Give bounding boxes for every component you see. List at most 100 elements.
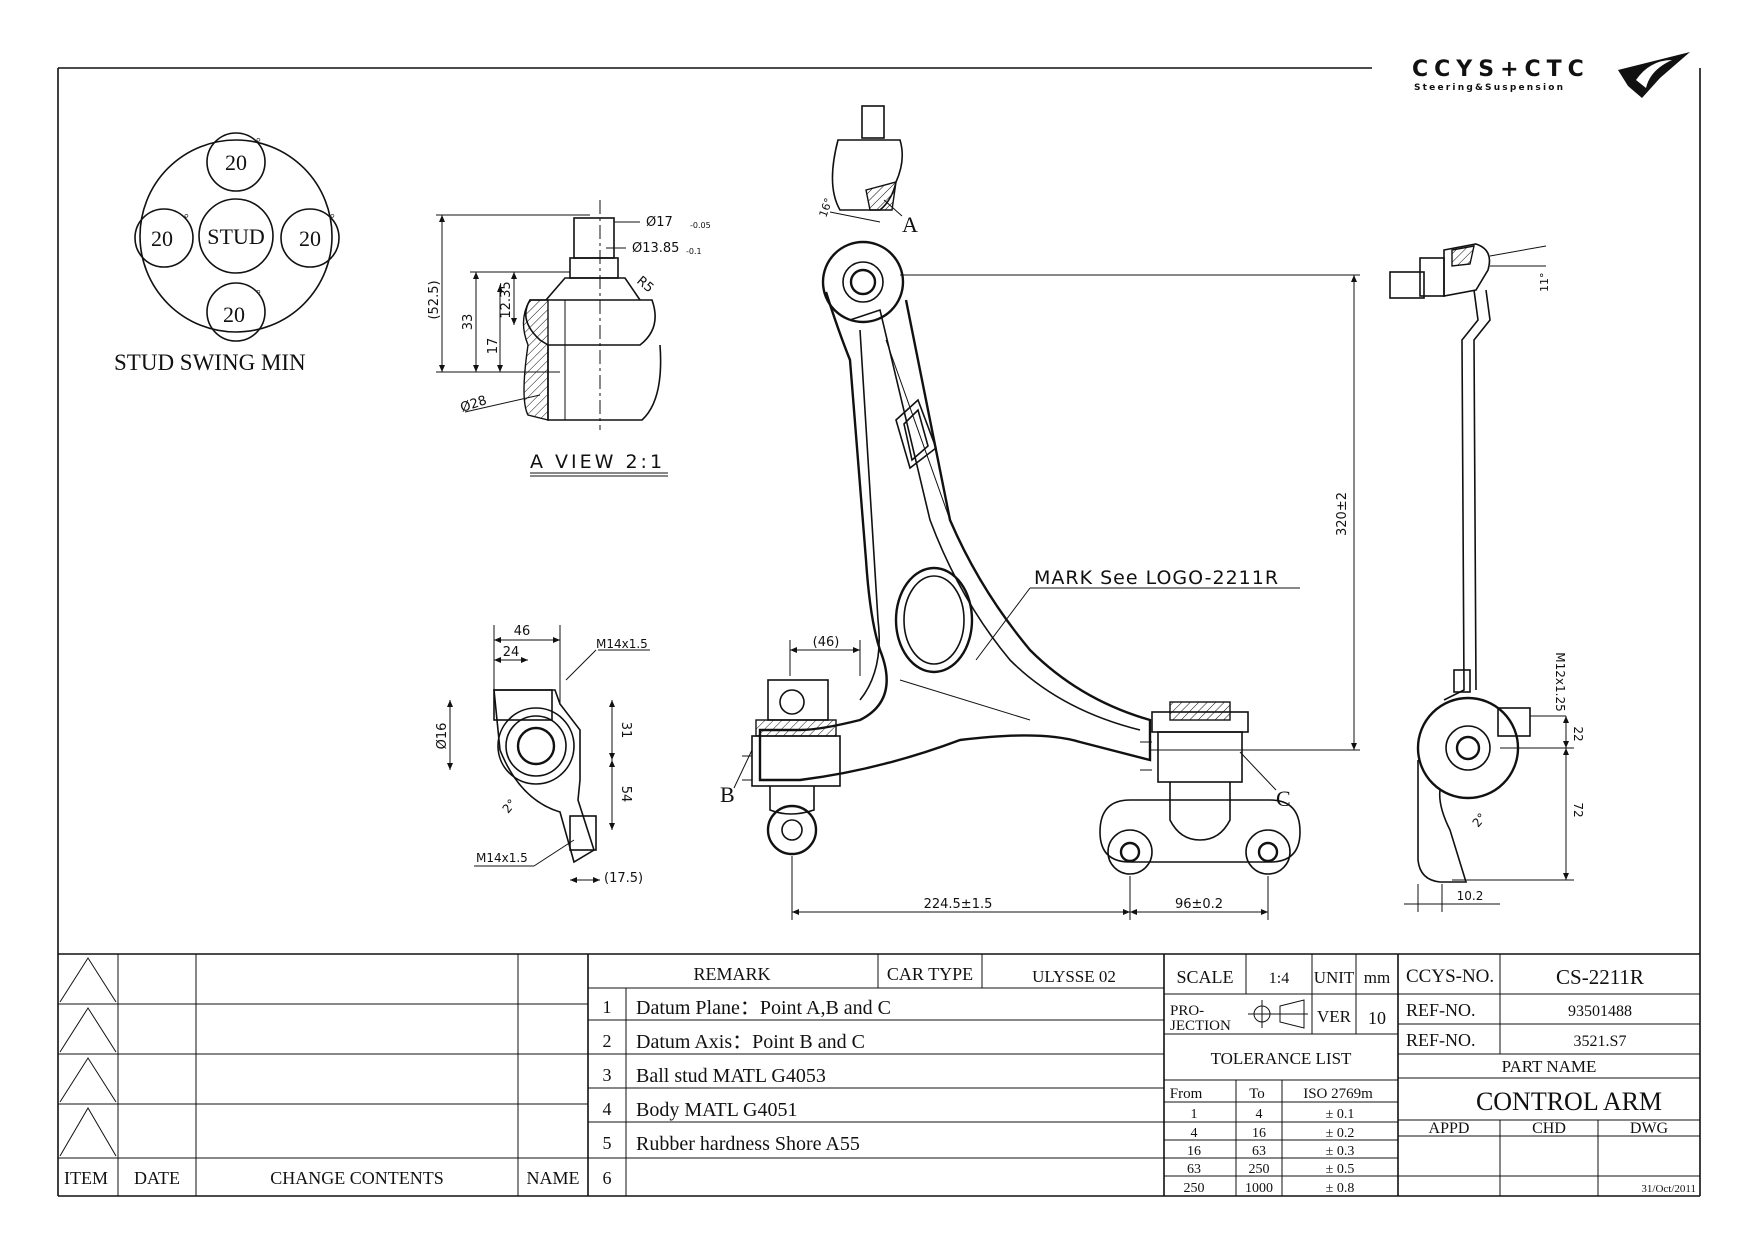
- ccys-no-value: CS-2211R: [1556, 965, 1644, 989]
- tol-to: 63: [1252, 1144, 1266, 1159]
- deg-mark: °: [256, 135, 261, 149]
- ang-16: 16°: [817, 196, 836, 219]
- title-block: [58, 953, 1700, 1196]
- hdr-date: DATE: [134, 1168, 180, 1188]
- tol-value: ± 0.5: [1326, 1162, 1355, 1177]
- stud-swing-diagram: 20 20 20 20 ° ° ° ° STUD STUD SWING MIN: [114, 132, 340, 375]
- deg-mark: °: [330, 211, 335, 225]
- dim-d17: Ø17: [646, 215, 673, 230]
- dim-h52: (52.5): [427, 280, 442, 319]
- logo-subtitle: Steering&Suspension: [1414, 83, 1565, 93]
- remark-text: Body MATL G4051: [636, 1099, 797, 1121]
- point-a-label: A: [902, 212, 918, 237]
- unit-label: UNIT: [1314, 968, 1355, 987]
- remarks-block: REMARK CAR TYPE ULYSSE 02 1 Datum Plane：…: [603, 964, 1116, 1188]
- drawing-date: 31/Oct/2011: [1641, 1183, 1696, 1195]
- company-logo: CCYS+CTC Steering&Suspension: [1412, 52, 1690, 98]
- bushing-side-view: 46 24 M14x1.5 Ø16 31 54 2° M14x1.5 (17.5…: [435, 624, 650, 886]
- remark-no: 1: [603, 997, 612, 1017]
- right-side-view: 11° M12x1.25 22 72 2° 10.2: [1389, 243, 1585, 912]
- dim-d16: Ø16: [435, 723, 450, 750]
- tol-to-header: To: [1249, 1086, 1265, 1102]
- hdr-item: ITEM: [64, 1168, 108, 1188]
- dim-h31: 31: [618, 722, 633, 739]
- thread-m12: M12x1.25: [1553, 652, 1567, 711]
- ref2-value: 3521.S7: [1574, 1033, 1627, 1050]
- projection-symbol-icon: [1248, 999, 1308, 1029]
- tol-from: 4: [1191, 1126, 1198, 1141]
- dim-d13: Ø13.85: [632, 241, 679, 256]
- remark-text: Datum Axis：Point B and C: [636, 1031, 865, 1053]
- tol-from: 1: [1191, 1107, 1198, 1122]
- ver-label: VER: [1317, 1007, 1352, 1026]
- remark-no: 5: [603, 1133, 612, 1153]
- view-a-title: A VIEW 2:1: [530, 451, 665, 473]
- remark-no: 2: [603, 1031, 612, 1051]
- scale-label: SCALE: [1176, 967, 1233, 987]
- unit-value: mm: [1364, 968, 1390, 987]
- point-c-label: C: [1276, 786, 1291, 811]
- ccys-no-label: CCYS-NO.: [1406, 966, 1494, 987]
- ref1-label: REF-NO.: [1406, 1000, 1476, 1020]
- ref2-label: REF-NO.: [1406, 1030, 1476, 1050]
- remark-text: Ball stud MATL G4053: [636, 1065, 826, 1087]
- dim-d17-tol: -0.05: [690, 221, 711, 230]
- swing-right-value: 20: [299, 226, 321, 251]
- car-type-value: ULYSSE 02: [1032, 967, 1116, 986]
- dim-10: 10.2: [1457, 889, 1484, 903]
- mark-note: MARK See LOGO-2211R: [1034, 567, 1279, 589]
- dim-d13-tol: -0.1: [686, 247, 702, 256]
- appd-label: APPD: [1429, 1120, 1470, 1137]
- tol-to: 16: [1252, 1126, 1266, 1141]
- car-type-label: CAR TYPE: [887, 964, 973, 984]
- dim-320: 320±2: [1335, 492, 1350, 536]
- tol-from: 63: [1187, 1162, 1201, 1177]
- projection-label: PRO-JECTION: [1170, 1003, 1231, 1034]
- tol-from: 250: [1184, 1181, 1205, 1196]
- tol-iso-header: ISO 2769m: [1303, 1086, 1373, 1102]
- ang-2: 2°: [1470, 810, 1489, 829]
- dim-h17: 17: [486, 338, 501, 355]
- point-b-label: B: [720, 782, 735, 807]
- dim-h54: 54: [618, 786, 633, 803]
- dim-22: 22: [1571, 726, 1585, 741]
- scale-value: 1:4: [1269, 970, 1289, 987]
- dim-d28: Ø28: [459, 393, 489, 416]
- tol-to: 1000: [1245, 1181, 1273, 1196]
- tol-to: 250: [1249, 1162, 1270, 1177]
- dim-w24: 24: [503, 645, 520, 660]
- remark-no: 4: [603, 1099, 612, 1119]
- hdr-name: NAME: [527, 1168, 580, 1188]
- part-info-block: CCYS-NO. CS-2211R REF-NO. 93501488 REF-N…: [1406, 965, 1696, 1195]
- chd-label: CHD: [1532, 1120, 1566, 1137]
- swing-center-label: STUD: [207, 224, 264, 249]
- ver-value: 10: [1368, 1008, 1386, 1028]
- remark-no: 3: [603, 1065, 612, 1085]
- dim-w17: (17.5): [604, 871, 643, 886]
- dwg-label: DWG: [1630, 1120, 1669, 1137]
- dim-h33: 33: [461, 314, 476, 331]
- logo-swoosh-icon: [1618, 52, 1690, 98]
- tolerance-title: TOLERANCE LIST: [1211, 1049, 1352, 1068]
- ang-11: 11°: [1538, 273, 1551, 293]
- swing-top-value: 20: [225, 150, 247, 175]
- revision-headers: ITEM DATE CHANGE CONTENTS NAME: [64, 1168, 580, 1188]
- control-arm-main-view: 16° A B: [720, 105, 1360, 920]
- hdr-change: CHANGE CONTENTS: [270, 1168, 444, 1188]
- tol-value: ± 0.8: [1326, 1181, 1355, 1196]
- stud-swing-title: STUD SWING MIN: [114, 350, 306, 375]
- tol-to: 4: [1256, 1107, 1263, 1122]
- logo-brand: CCYS+CTC: [1412, 57, 1590, 82]
- dim-ang: 2°: [500, 796, 519, 815]
- remark-text: Rubber hardness Shore A55: [636, 1133, 860, 1155]
- swing-left-value: 20: [151, 226, 173, 251]
- part-name-label: PART NAME: [1502, 1057, 1597, 1076]
- sheet-border: [57, 67, 1701, 1197]
- part-name-value: CONTROL ARM: [1476, 1087, 1662, 1116]
- tol-value: ± 0.1: [1326, 1107, 1355, 1122]
- dim-w46: 46: [514, 624, 531, 639]
- dim-224: 224.5±1.5: [924, 897, 993, 912]
- dim-96: 96±0.2: [1175, 897, 1223, 912]
- dim-46: (46): [813, 635, 840, 650]
- dim-72: 72: [1571, 802, 1585, 817]
